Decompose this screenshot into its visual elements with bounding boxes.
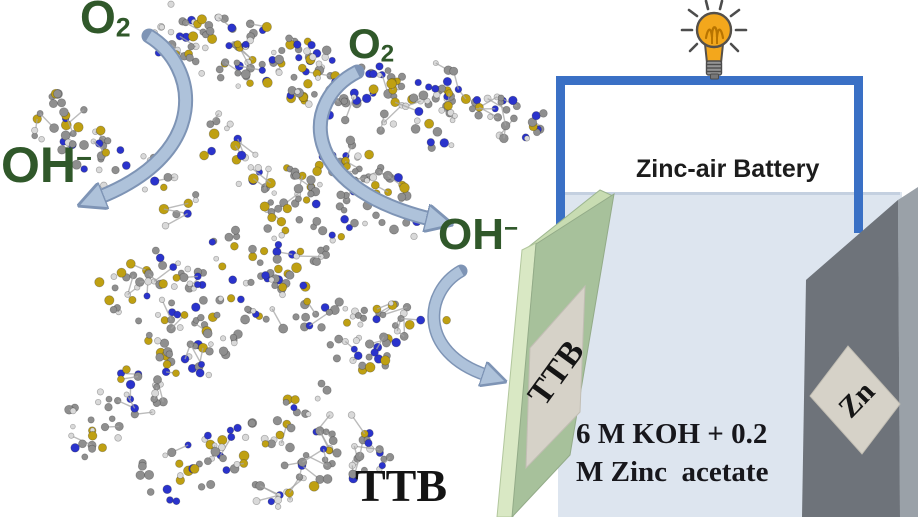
ttb-label-panel (525, 284, 586, 470)
air-electrode (496, 189, 615, 517)
o2-top-subscript: 2 (115, 12, 131, 43)
battery-title: Zinc-air Battery (636, 155, 820, 183)
oh-left-text: OH (1, 137, 76, 193)
oh-mid-text: OH (438, 210, 504, 259)
electrolyte-line1: 6 M KOH + 0.2 (576, 418, 768, 450)
o2-mid-subscript: 2 (380, 40, 395, 68)
reaction-arrow-o2-to-oh-mid (312, 64, 430, 219)
reaction-arrow-o2-to-oh-left (100, 28, 193, 197)
o2-top-text: O (80, 0, 116, 43)
o2-mid-text: O (348, 20, 381, 67)
bulb-rays (680, 0, 748, 53)
oh-left-superscript: − (76, 142, 93, 174)
o2-label-top: O2 (80, 0, 131, 41)
circuit-wire (556, 76, 863, 236)
oh-label-left: OH− (1, 140, 92, 190)
zinc-electrode (802, 187, 918, 517)
reaction-arrow-to-electrode (427, 264, 486, 375)
zn-label-panel (809, 345, 901, 455)
oh-label-mid: OH− (438, 213, 518, 257)
o2-label-mid: O2 (348, 23, 394, 67)
electrolyte-label: 6 M KOH + 0.2 M Zinc acetate (576, 415, 768, 491)
light-bulb-icon (680, 0, 748, 80)
molecule-name-label: TTB (355, 460, 448, 511)
electrolyte-line2: M Zinc acetate (576, 456, 769, 488)
oh-mid-superscript: − (504, 215, 519, 243)
